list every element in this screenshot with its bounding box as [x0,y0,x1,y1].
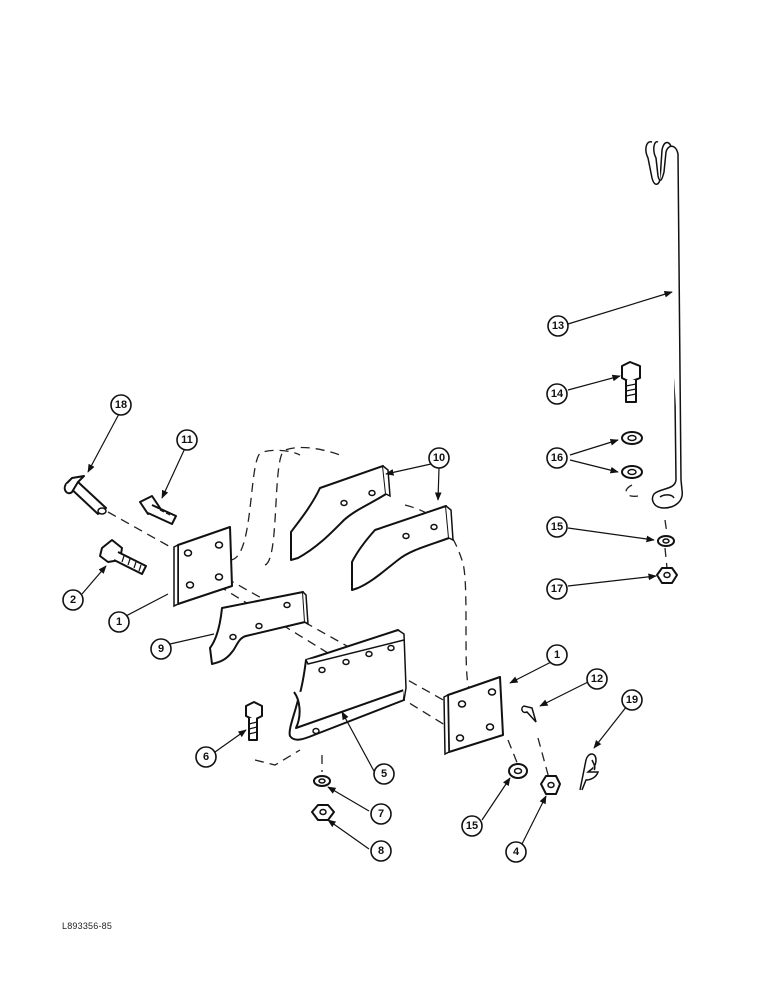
lock-washer-part-7 [313,775,331,787]
callout-label: 16 [551,452,563,464]
bolt-part-6 [245,701,263,741]
callout-15-upper: 15 [546,516,568,538]
bolt-part-14 [621,361,641,403]
callout-11: 11 [176,429,198,451]
bracket-part-10-upper [290,465,391,561]
figure-reference-code: L893356-85 [62,921,113,931]
nut-part-17 [656,567,678,584]
leader-lines [81,291,673,850]
plate-part-1-left [173,526,233,608]
plate-part-1-right [443,676,504,756]
washer-part-15-upper [657,535,675,547]
bracket-part-10-lower [351,505,454,591]
callout-12: 12 [586,668,608,690]
assembly-dashed-lines [107,446,668,783]
callout-label: 2 [70,594,76,606]
callout-6: 6 [195,746,217,768]
callout-label: 15 [466,820,478,832]
callout-16: 16 [546,447,568,469]
callout-label: 11 [181,434,193,446]
callout-label: 12 [591,673,603,685]
callout-7: 7 [370,803,392,825]
callout-15-lower: 15 [461,815,483,837]
callout-label: 1 [554,649,560,661]
callout-label: 9 [158,643,164,655]
callout-label: 17 [551,583,563,595]
callout-label: 18 [115,399,127,411]
callout-9: 9 [150,638,172,660]
callout-5: 5 [373,763,395,785]
angle-bracket-part-5 [288,629,407,741]
rod-part-13 [645,141,683,509]
callout-18: 18 [110,394,132,416]
bolt-part-11 [139,495,177,525]
callout-1-left: 1 [108,611,130,633]
callout-19: 19 [621,689,643,711]
callout-10: 10 [428,447,450,469]
bolt-part-2 [99,539,147,575]
callout-17: 17 [546,578,568,600]
washer-part-15-lower [508,763,528,779]
callout-label: 8 [378,845,384,857]
callout-4: 4 [505,841,527,863]
callout-2: 2 [62,589,84,611]
callout-label: 7 [378,808,384,820]
callout-label: 13 [552,320,564,332]
callout-14: 14 [546,383,568,405]
nut-part-8 [311,804,335,821]
callout-label: 6 [203,751,209,763]
l-pin-part-18 [63,475,107,515]
callout-label: 19 [626,694,638,706]
callout-label: 15 [551,521,563,533]
nut-part-4 [540,775,561,795]
washers-part-16 [621,431,643,479]
callout-label: 1 [116,616,122,628]
callout-8: 8 [370,840,392,862]
hair-pin-clip-part-19 [579,753,600,791]
callout-label: 10 [433,452,445,464]
callout-label: 5 [381,768,387,780]
callout-1-right: 1 [546,644,568,666]
callout-label: 4 [513,846,520,858]
callout-13: 13 [547,315,569,337]
spacer-part-9 [209,591,309,665]
cotter-pin-part-12 [521,705,537,723]
callout-label: 14 [551,388,564,400]
